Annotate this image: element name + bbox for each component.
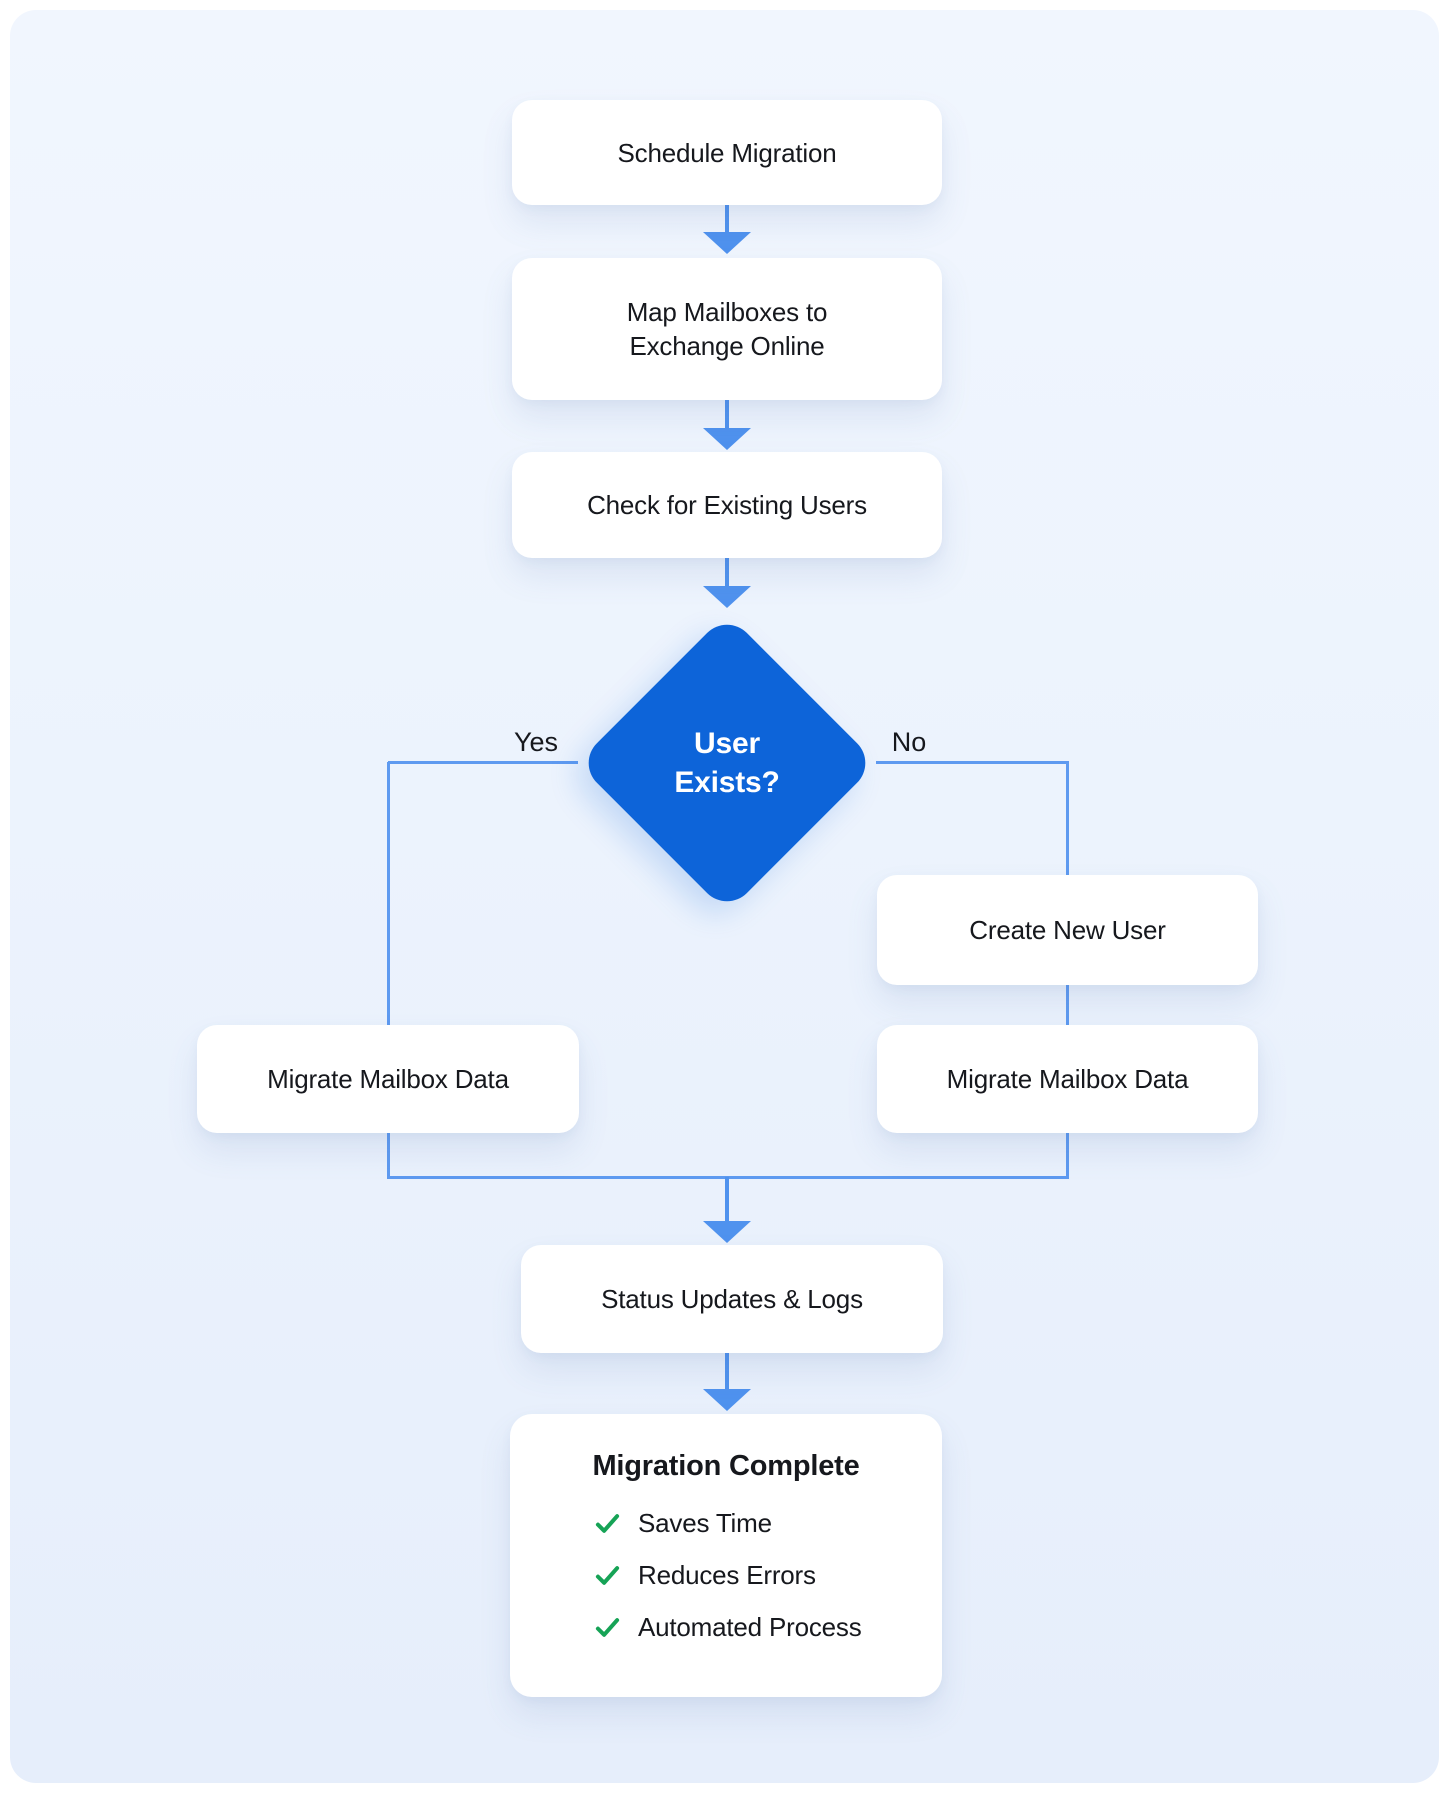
node-migrate-mailbox-data-no: Migrate Mailbox Data bbox=[877, 1025, 1258, 1133]
node-migrate-mailbox-data-yes: Migrate Mailbox Data bbox=[197, 1025, 579, 1133]
connector-no-horizontal bbox=[876, 761, 1069, 764]
node-create-new-user-label: Create New User bbox=[969, 915, 1166, 945]
list-item: Saves Time bbox=[594, 1505, 942, 1541]
connector-stem-status-to-complete bbox=[725, 1353, 729, 1391]
node-schedule-migration: Schedule Migration bbox=[512, 100, 942, 205]
connector-stem-merge-to-status bbox=[725, 1177, 729, 1223]
node-check-existing-users: Check for Existing Users bbox=[512, 452, 942, 558]
node-map-mailboxes: Map Mailboxes to Exchange Online bbox=[512, 258, 942, 400]
list-item: Reduces Errors bbox=[594, 1557, 942, 1593]
node-create-new-user: Create New User bbox=[877, 875, 1258, 985]
connector-yes-vertical bbox=[387, 762, 390, 1179]
checkmark-icon bbox=[595, 1617, 620, 1637]
node-migrate-mailbox-data-no-label: Migrate Mailbox Data bbox=[946, 1064, 1189, 1094]
node-map-mailboxes-label: Map Mailboxes to Exchange Online bbox=[626, 297, 828, 361]
connector-yes-horizontal bbox=[388, 761, 578, 764]
list-item-label: Saves Time bbox=[638, 1507, 772, 1538]
list-item: Automated Process bbox=[594, 1609, 942, 1645]
decision-user-exists-label: User Exists? bbox=[674, 727, 780, 799]
branch-label-no: No bbox=[891, 726, 927, 757]
node-migrate-mailbox-data-yes-label: Migrate Mailbox Data bbox=[267, 1064, 509, 1094]
arrowhead-check-to-decision bbox=[703, 586, 751, 608]
node-check-existing-users-label: Check for Existing Users bbox=[587, 490, 867, 520]
arrowhead-schedule-to-map bbox=[703, 232, 751, 254]
arrowhead-status-to-complete bbox=[703, 1389, 751, 1411]
connector-stem-check-to-decision bbox=[725, 558, 729, 588]
list-item-label: Automated Process bbox=[638, 1611, 862, 1642]
connector-stem-schedule-to-map bbox=[725, 205, 729, 234]
checkmark-icon bbox=[595, 1513, 620, 1533]
list-item-label: Reduces Errors bbox=[638, 1559, 816, 1590]
node-schedule-migration-label: Schedule Migration bbox=[617, 137, 837, 168]
node-migration-complete: Migration Complete Saves Time Reduces Er… bbox=[510, 1414, 942, 1697]
arrowhead-map-to-check bbox=[703, 428, 751, 450]
node-status-updates-logs: Status Updates & Logs bbox=[521, 1245, 943, 1353]
migration-complete-list: Saves Time Reduces Errors Automated Proc… bbox=[594, 1505, 942, 1645]
node-status-updates-logs-label: Status Updates & Logs bbox=[601, 1284, 863, 1314]
migration-complete-title: Migration Complete bbox=[592, 1450, 860, 1482]
connector-stem-map-to-check bbox=[725, 400, 729, 430]
checkmark-icon bbox=[595, 1565, 620, 1585]
arrowhead-merge-to-status bbox=[703, 1221, 751, 1243]
branch-label-yes: Yes bbox=[513, 726, 559, 757]
